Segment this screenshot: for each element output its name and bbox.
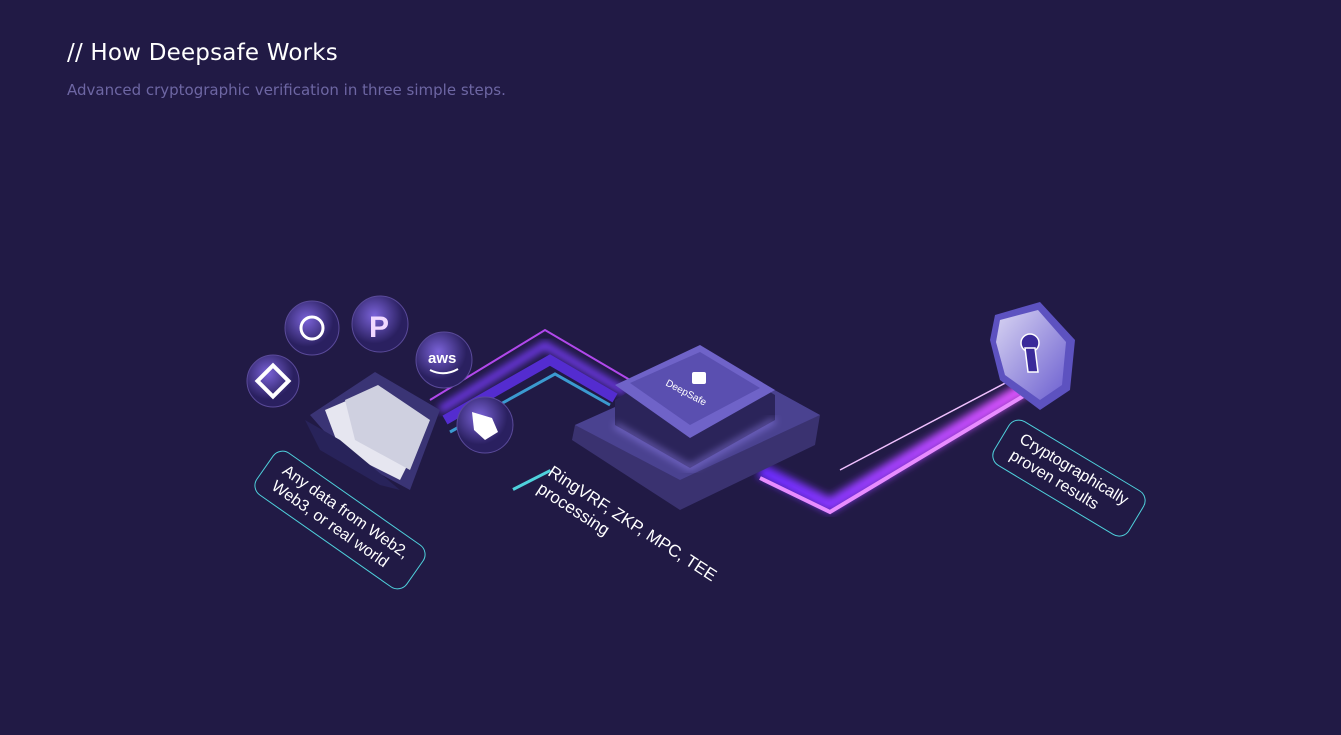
folder-icon	[305, 372, 440, 490]
deepsafe-chip: DeepSafe	[614, 345, 776, 470]
uniswap-icon	[456, 396, 514, 454]
page-subtitle: Advanced cryptographic verification in t…	[67, 81, 506, 99]
data-beam-right	[756, 369, 1034, 515]
svg-text:P: P	[369, 311, 389, 344]
shield-keyhole-icon	[990, 302, 1075, 410]
openai-icon	[284, 300, 340, 356]
lock-icon	[692, 372, 706, 384]
page-title: // How Deepsafe Works	[67, 40, 338, 66]
aws-icon: aws	[415, 331, 473, 389]
paypal-icon: P	[351, 295, 409, 353]
binance-icon	[246, 354, 300, 408]
svg-text:aws: aws	[428, 350, 456, 367]
